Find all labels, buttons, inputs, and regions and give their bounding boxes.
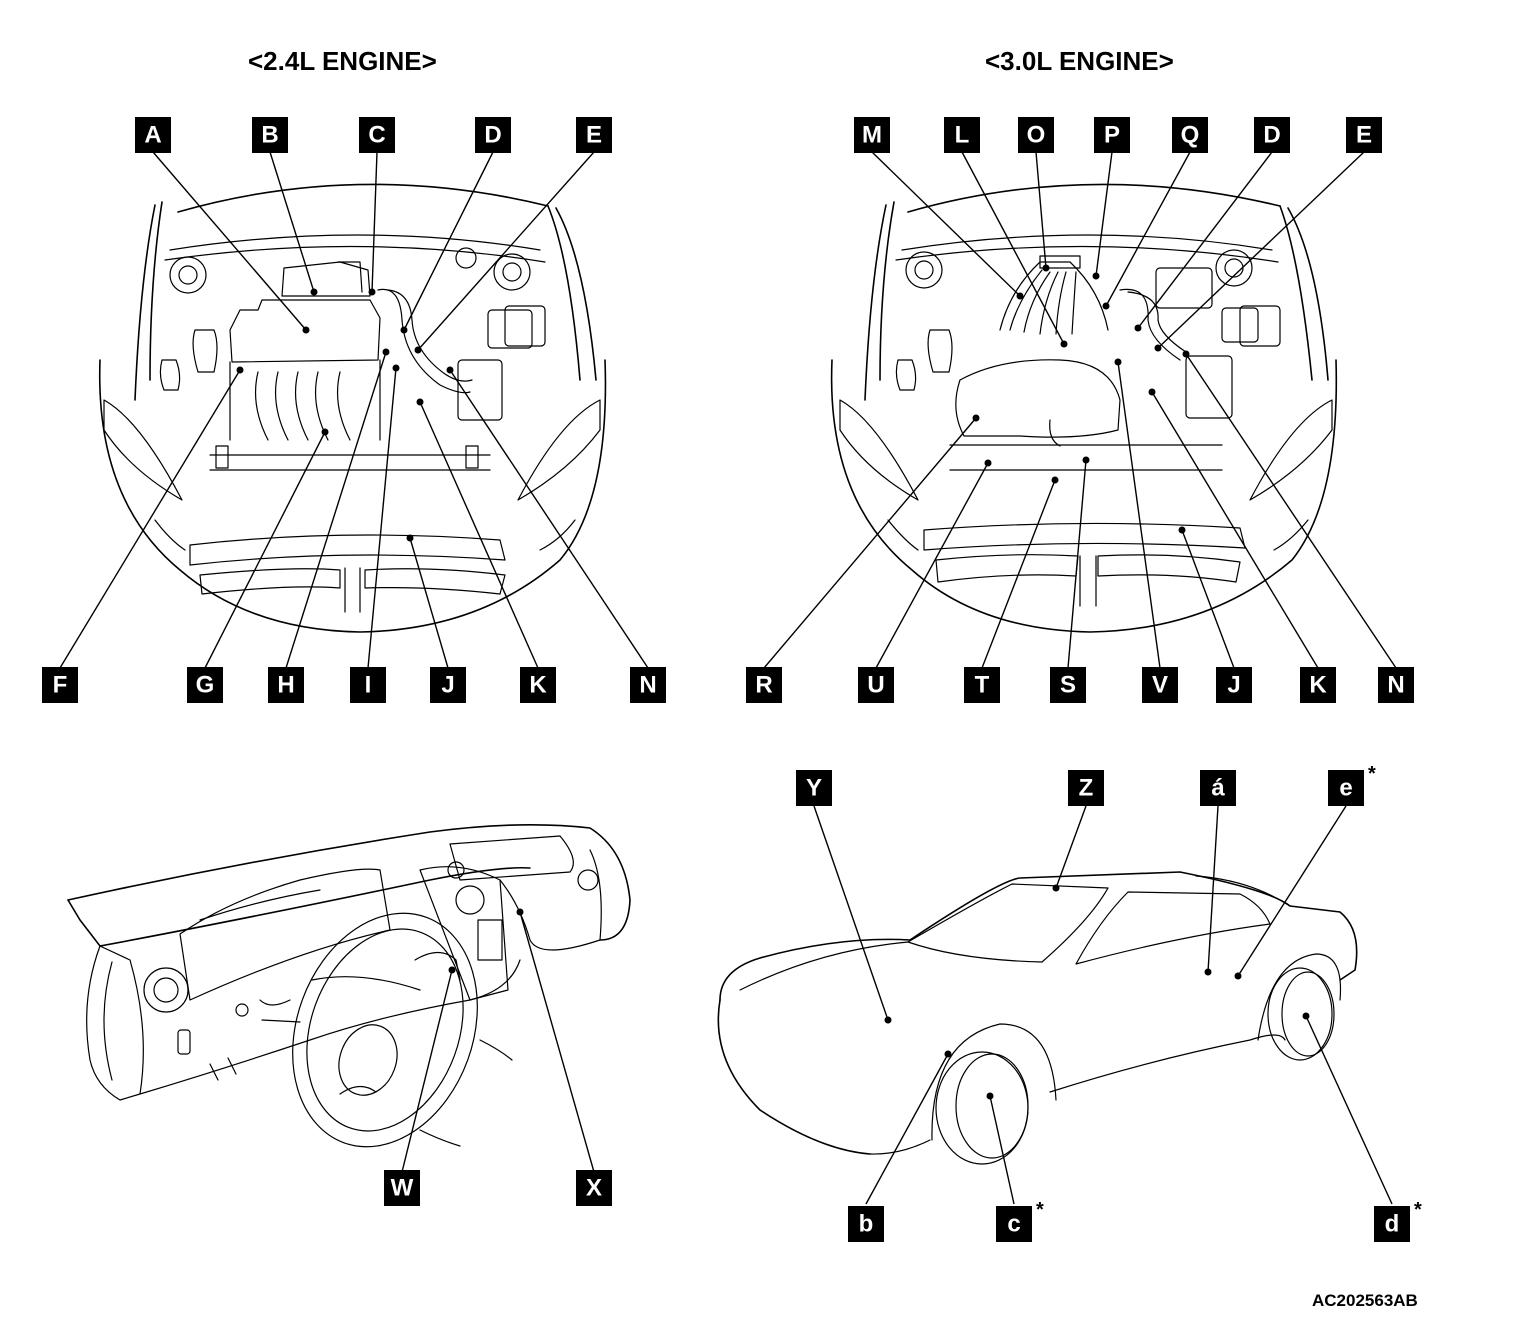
callout-c: c: [996, 1206, 1032, 1242]
callout-a-acute: á: [1200, 770, 1236, 806]
callout-label: C: [368, 122, 385, 149]
callout-label: P: [1104, 122, 1120, 149]
callout-b: b: [848, 1206, 884, 1242]
callout-P: P: [1094, 117, 1130, 153]
callout-label: E: [1356, 122, 1372, 149]
callout-label: L: [955, 122, 970, 149]
callout-L: L: [944, 117, 980, 153]
callout-label: V: [1152, 672, 1168, 699]
asterisk-d: *: [1414, 1199, 1422, 1221]
instrument-panel-drawing: [67, 824, 631, 1148]
callout-Q: Q: [1172, 117, 1208, 153]
callout-O: O: [1018, 117, 1054, 153]
callout-N: N: [630, 667, 666, 703]
callout-label: J: [1227, 672, 1240, 699]
callout-label: M: [862, 122, 882, 149]
callout-S: S: [1050, 667, 1086, 703]
heading-3-0l-engine: <3.0L ENGINE>: [985, 46, 1174, 76]
callout-Z: Z: [1068, 770, 1104, 806]
callout-J: J: [430, 667, 466, 703]
callout-X: X: [576, 1170, 612, 1206]
callout-label: Y: [806, 775, 822, 802]
engine-bay-2-4l-drawing: [98, 183, 607, 633]
callout-A: A: [135, 117, 171, 153]
callout-label: A: [144, 122, 161, 149]
callout-label: K: [1309, 672, 1327, 699]
callout-label: D: [484, 122, 501, 149]
callout-U: U: [858, 667, 894, 703]
asterisk-c: *: [1036, 1199, 1044, 1221]
callout-V: V: [1142, 667, 1178, 703]
callout-d: d: [1374, 1206, 1410, 1242]
callout-label: W: [391, 1175, 414, 1202]
callout-label: N: [1387, 672, 1404, 699]
callout-B: B: [252, 117, 288, 153]
callout-label: O: [1027, 122, 1046, 149]
callout-K-3-0l: K: [1300, 667, 1336, 703]
callout-label: J: [441, 672, 454, 699]
callout-label: c: [1007, 1211, 1020, 1238]
callout-R: R: [746, 667, 782, 703]
callout-label: K: [529, 672, 547, 699]
callout-label: B: [261, 122, 278, 149]
callout-label: H: [277, 672, 294, 699]
callout-e: e: [1328, 770, 1364, 806]
vehicle-exterior-drawing: [717, 871, 1358, 1165]
callout-label: T: [975, 672, 990, 699]
callout-label: E: [586, 122, 602, 149]
callout-label: R: [755, 672, 772, 699]
callout-I: I: [350, 667, 386, 703]
callout-E-3-0l: E: [1346, 117, 1382, 153]
callout-D-3-0l: D: [1254, 117, 1290, 153]
callout-M: M: [854, 117, 890, 153]
callout-label: Q: [1181, 122, 1200, 149]
callout-label: G: [196, 672, 215, 699]
callout-label: á: [1211, 775, 1225, 802]
leader-lines: [59, 151, 1397, 1205]
callout-label: I: [365, 672, 372, 699]
callout-J-3-0l: J: [1216, 667, 1252, 703]
heading-2-4l-engine: <2.4L ENGINE>: [248, 46, 437, 76]
callout-label: Z: [1079, 775, 1094, 802]
callout-F: F: [42, 667, 78, 703]
callout-H: H: [268, 667, 304, 703]
callout-label: S: [1060, 672, 1076, 699]
callout-Y: Y: [796, 770, 832, 806]
callout-T: T: [964, 667, 1000, 703]
callout-K: K: [520, 667, 556, 703]
callout-label: b: [859, 1211, 874, 1238]
callout-label: D: [1263, 122, 1280, 149]
callout-G: G: [187, 667, 223, 703]
callout-W: W: [384, 1170, 420, 1206]
asterisk-e: *: [1368, 763, 1376, 785]
callout-label: d: [1385, 1211, 1400, 1238]
callout-label: e: [1339, 775, 1352, 802]
callout-label: N: [639, 672, 656, 699]
engine-bay-3-0l-drawing: [830, 183, 1338, 633]
callout-label: X: [586, 1175, 602, 1202]
callout-D: D: [475, 117, 511, 153]
figure-code: AC202563AB: [1312, 1291, 1418, 1310]
leader-dots: [236, 264, 1310, 1100]
callout-E: E: [576, 117, 612, 153]
callout-label: U: [867, 672, 884, 699]
callout-label: F: [53, 672, 68, 699]
callout-N-3-0l: N: [1378, 667, 1414, 703]
callout-C: C: [359, 117, 395, 153]
